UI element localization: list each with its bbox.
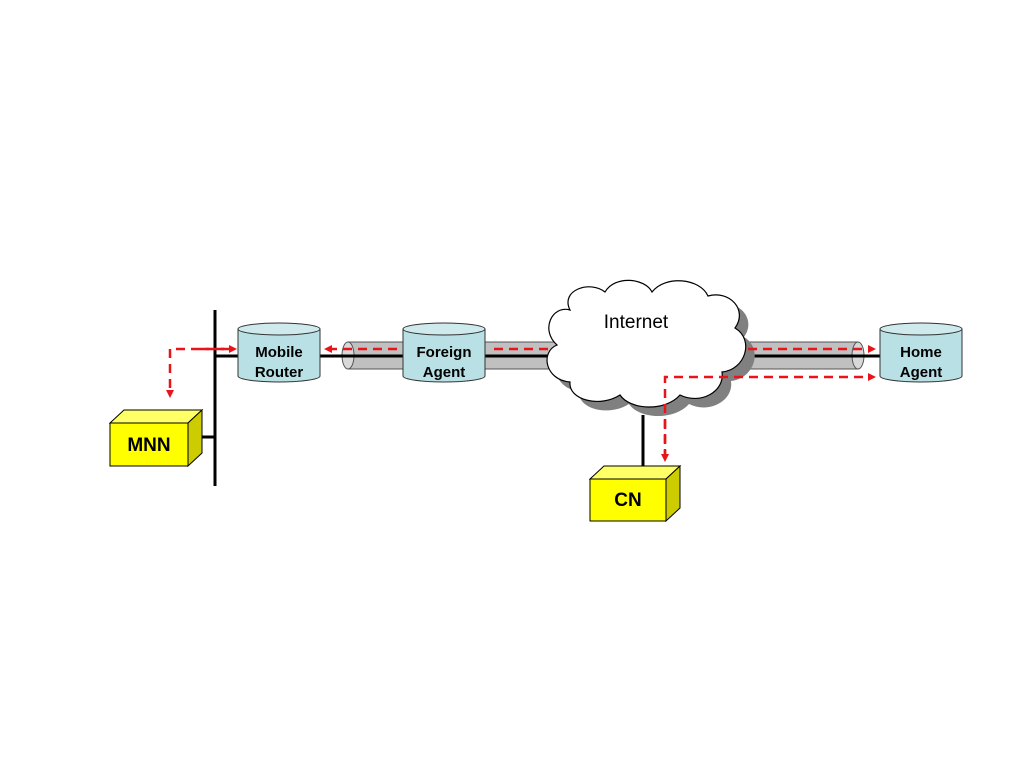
cn-node [588,464,682,523]
flow-router-to-mnn [166,347,230,398]
flow-cn-to-home-agent [663,373,876,458]
foreign-agent-node [402,322,486,383]
mobile-router-label-line2: Router [255,364,303,381]
mobile-router-node [237,322,321,383]
home-agent-node [879,322,963,383]
cn-label: CN [614,490,641,511]
internet-label: Internet [604,312,669,333]
mnn-label: MNN [127,435,170,456]
internet-cloud [546,279,755,417]
mobile-router-label-line1: Mobile [255,344,303,361]
foreign-agent-label-line1: Foreign [417,344,472,361]
mnn-node [108,408,204,468]
foreign-agent-label-line2: Agent [423,364,466,381]
home-agent-label-line1: Home [900,344,942,361]
home-agent-label-line2: Agent [900,364,943,381]
